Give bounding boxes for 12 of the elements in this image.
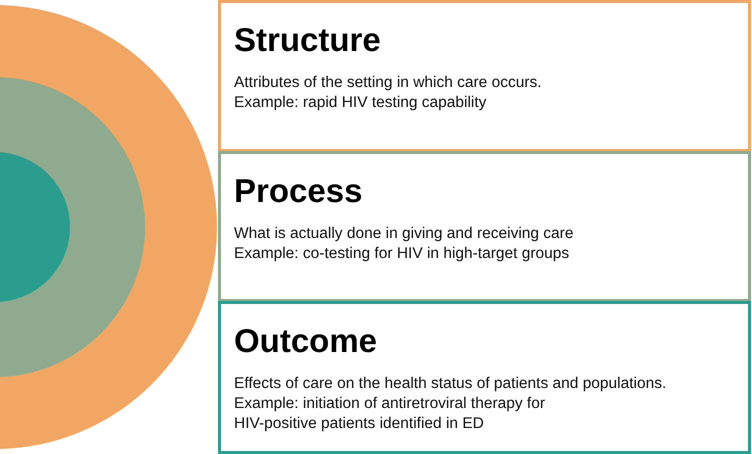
example-text: Example: rapid HIV testing capability [234, 93, 486, 113]
heading: Process [234, 172, 362, 210]
description: Effects of care on the health status of patients and populations. [234, 374, 666, 394]
text-panel [218, 301, 751, 454]
example-text: Example: initiation of antiretroviral therapy for HIV-positive patients identified in ED [234, 394, 546, 434]
text-panel [218, 0, 751, 152]
example-text: Example: co-testing for HIV in high-target groups [234, 244, 570, 264]
heading: Outcome [234, 322, 378, 360]
description: Attributes of the setting in which care occurs. [234, 73, 542, 93]
heading: Structure [234, 21, 381, 59]
description: What is actually done in giving and receiving care [234, 224, 574, 244]
text-panel [218, 151, 751, 302]
